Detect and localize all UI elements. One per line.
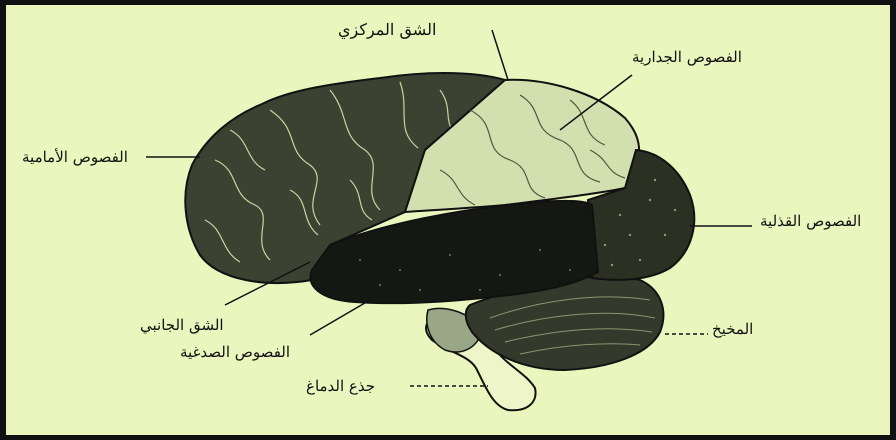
label-cerebellum: المخيخ [712,322,753,337]
label-temporal-lobe: الفصوص الصدغية [180,345,290,360]
label-occipital-lobe: الفصوص القذلية [760,214,861,229]
label-parietal-lobe: الفصوص الجدارية [632,50,742,65]
label-lateral-sulcus: الشق الجانبي [140,318,224,333]
leader-temporal [310,300,370,335]
label-frontal-lobe: الفصوص الأمامية [22,150,128,165]
leader-central [492,30,508,80]
label-brain-stem: جذع الدماغ [306,379,375,394]
label-central-sulcus: الشق المركزي [338,22,436,38]
